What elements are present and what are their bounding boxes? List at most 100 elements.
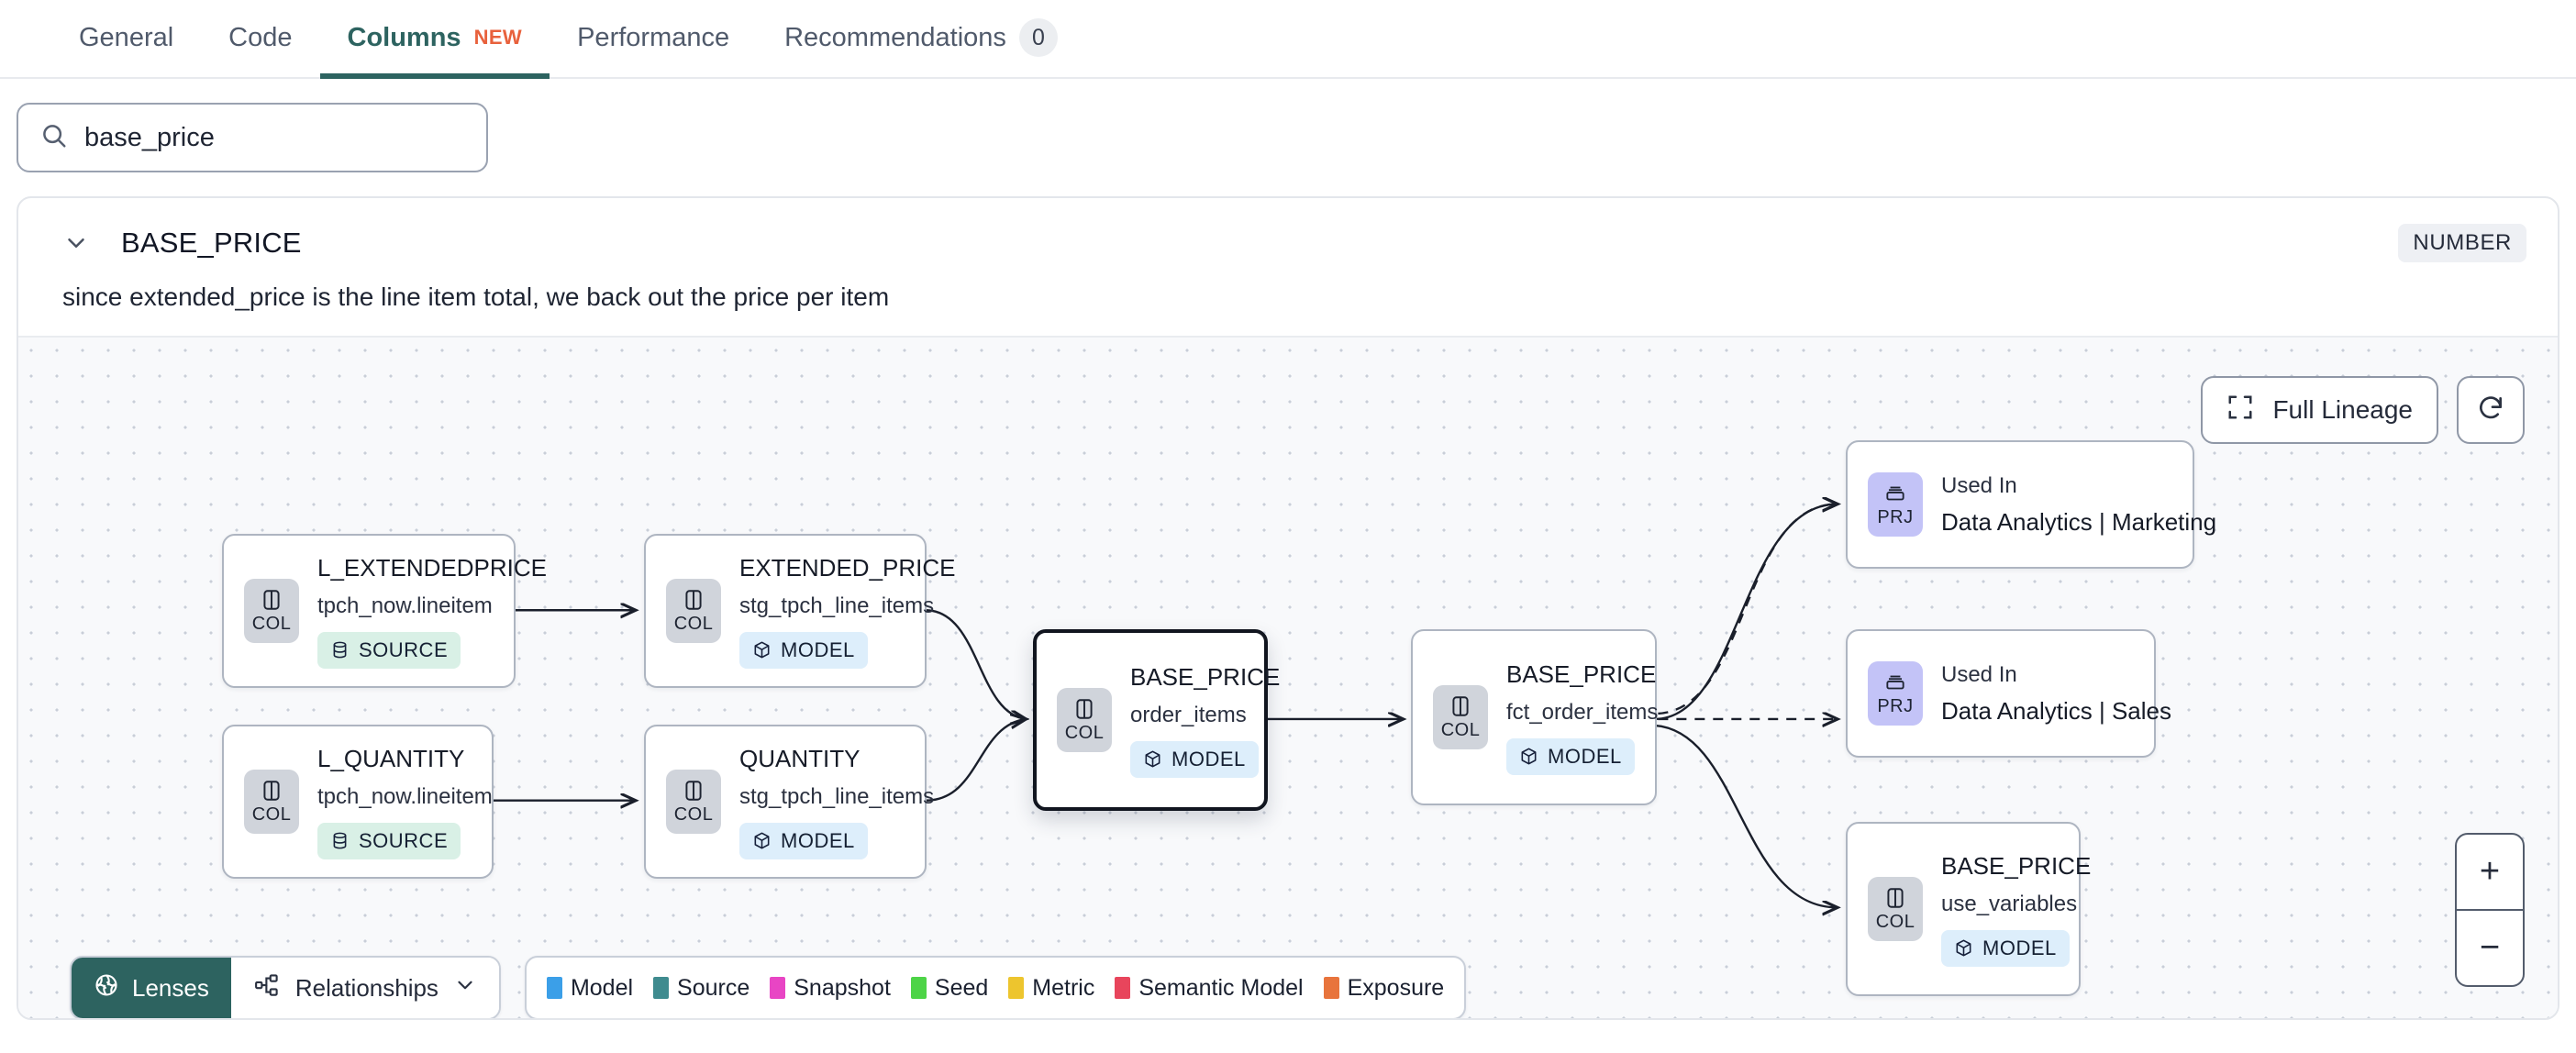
relationships-icon (253, 971, 281, 1005)
column-type-badge: NUMBER (2398, 224, 2526, 262)
column-icon (1887, 887, 1904, 908)
legend-label: Seed (934, 974, 989, 1001)
node-tag-model: MODEL (1506, 737, 1635, 775)
zoom-out-button[interactable]: − (2457, 909, 2523, 985)
tab-general[interactable]: General (51, 0, 201, 77)
search-box[interactable] (17, 103, 488, 172)
column-header: BASE_PRICE NUMBER (18, 198, 2558, 262)
node-tag-label: SOURCE (359, 637, 449, 661)
lineage-node-quantity[interactable]: COL QUANTITY stg_tpch_line_items MODEL (644, 725, 934, 879)
chevron-down-icon (453, 973, 477, 1003)
col-badge: COL (244, 579, 299, 643)
node-title: EXTENDED_PRICE (739, 553, 956, 582)
expand-icon (2226, 393, 2254, 427)
legend-item-metric: Metric (1008, 975, 1094, 1002)
column-icon (685, 780, 702, 801)
node-title: BASE_PRICE (1130, 662, 1281, 691)
legend-label: Snapshot (794, 974, 891, 1001)
legend-swatch (770, 977, 786, 999)
tab-recommendations[interactable]: Recommendations 0 (757, 0, 1085, 77)
relationships-dropdown[interactable]: Relationships (230, 958, 499, 1018)
cube-icon (1145, 750, 1160, 768)
legend-item-seed: Seed (910, 974, 989, 1002)
lineage-canvas[interactable]: COL L_EXTENDEDPRICE tpch_now.lineitem SO… (18, 336, 2558, 1018)
column-icon (1076, 698, 1093, 719)
node-subtitle: order_items (1130, 702, 1247, 727)
legend-item-exposure: Exposure (1323, 974, 1445, 1002)
col-badge: COL (1433, 685, 1488, 749)
tab-performance[interactable]: Performance (550, 0, 757, 77)
page-title: BASE_PRICE (121, 227, 302, 259)
search-icon (40, 122, 68, 154)
col-badge: COL (1868, 877, 1923, 941)
node-title: BASE_PRICE (1506, 660, 1657, 688)
legend-swatch (1115, 977, 1131, 999)
node-tag-label: SOURCE (359, 828, 449, 852)
node-used-in-label: Used In (1941, 661, 2017, 687)
tab-label: Performance (577, 22, 730, 52)
recommendations-count-badge: 0 (1018, 18, 1058, 57)
database-icon (333, 641, 347, 659)
cube-icon (754, 641, 770, 659)
cube-icon (754, 832, 770, 849)
legend-item-model: Model (546, 974, 634, 1002)
lineage-node-base-price-order-items[interactable]: COL BASE_PRICE order_items MODEL (1033, 629, 1280, 811)
lineage-node-base-price-use-variables[interactable]: COL BASE_PRICE use_variables MODEL (1846, 822, 2091, 996)
tab-label: Recommendations (784, 22, 1006, 52)
node-tag-model: MODEL (739, 822, 868, 859)
legend-item-source: Source (653, 975, 749, 1002)
canvas-bottom-bar: Lenses Relationships (70, 956, 1467, 1018)
node-subtitle: use_variables (1941, 891, 2078, 916)
node-tag-model: MODEL (1941, 929, 2070, 967)
node-tag-label: MODEL (1171, 747, 1246, 770)
column-icon (263, 780, 280, 801)
cube-icon (1521, 748, 1537, 765)
tab-label: Columns (347, 22, 461, 52)
tab-columns[interactable]: Columns NEW (319, 0, 550, 79)
col-badge-label: COL (673, 804, 714, 825)
node-subtitle: tpch_now.lineitem (317, 783, 493, 809)
lineage-node-extended-price[interactable]: COL EXTENDED_PRICE stg_tpch_line_items M… (644, 534, 956, 688)
search-input[interactable] (84, 122, 464, 153)
legend-label: Metric (1032, 974, 1095, 1001)
legend-item-snapshot: Snapshot (770, 975, 891, 1002)
column-icon (263, 589, 280, 610)
node-tag-label: MODEL (1548, 744, 1622, 768)
refresh-button[interactable] (2457, 376, 2525, 444)
node-tag-label: MODEL (781, 828, 855, 852)
full-lineage-button[interactable]: Full Lineage (2201, 376, 2438, 444)
node-title: QUANTITY (739, 744, 861, 772)
search-row (0, 79, 2576, 172)
lineage-node-l-extendedprice[interactable]: COL L_EXTENDEDPRICE tpch_now.lineitem SO… (222, 534, 547, 688)
node-subtitle: stg_tpch_line_items (739, 783, 935, 809)
node-project-name: Data Analytics | Sales (1941, 696, 2171, 725)
zoom-controls: + − (2455, 833, 2525, 987)
lenses-button[interactable]: Lenses (72, 958, 231, 1018)
chevron-down-icon[interactable] (62, 229, 90, 257)
lineage-node-l-quantity[interactable]: COL L_QUANTITY tpch_now.lineitem SOURCE (222, 725, 494, 879)
project-icon (1886, 675, 1904, 689)
aperture-icon (94, 972, 119, 1004)
lineage-node-base-price-fct-order-items[interactable]: COL BASE_PRICE fct_order_items MODEL (1411, 629, 1659, 805)
legend-item-semantic-model: Semantic Model (1115, 974, 1304, 1002)
col-badge: COL (666, 770, 721, 834)
lineage-node-used-in-sales[interactable]: PRJ Used In Data Analytics | Sales (1846, 629, 2171, 758)
legend-label: Model (570, 974, 634, 1001)
col-badge-label: COL (1440, 719, 1481, 740)
lineage-node-used-in-marketing[interactable]: PRJ Used In Data Analytics | Marketing (1846, 440, 2216, 569)
col-badge-label: COL (1064, 722, 1105, 743)
legend-swatch (653, 977, 670, 999)
node-tag-label: MODEL (781, 637, 855, 661)
tab-code[interactable]: Code (201, 0, 319, 77)
legend-label: Exposure (1347, 974, 1445, 1001)
legend-swatch (910, 977, 927, 999)
cube-icon (1956, 939, 1971, 957)
node-subtitle: fct_order_items (1506, 699, 1659, 725)
zoom-in-button[interactable]: + (2479, 852, 2501, 891)
legend-label: Semantic Model (1138, 974, 1304, 1001)
node-tag-label: MODEL (1982, 936, 2057, 959)
column-icon (1452, 695, 1469, 716)
node-title: L_EXTENDEDPRICE (317, 553, 547, 582)
tab-label: Code (228, 22, 293, 52)
legend-swatch (1323, 977, 1339, 999)
